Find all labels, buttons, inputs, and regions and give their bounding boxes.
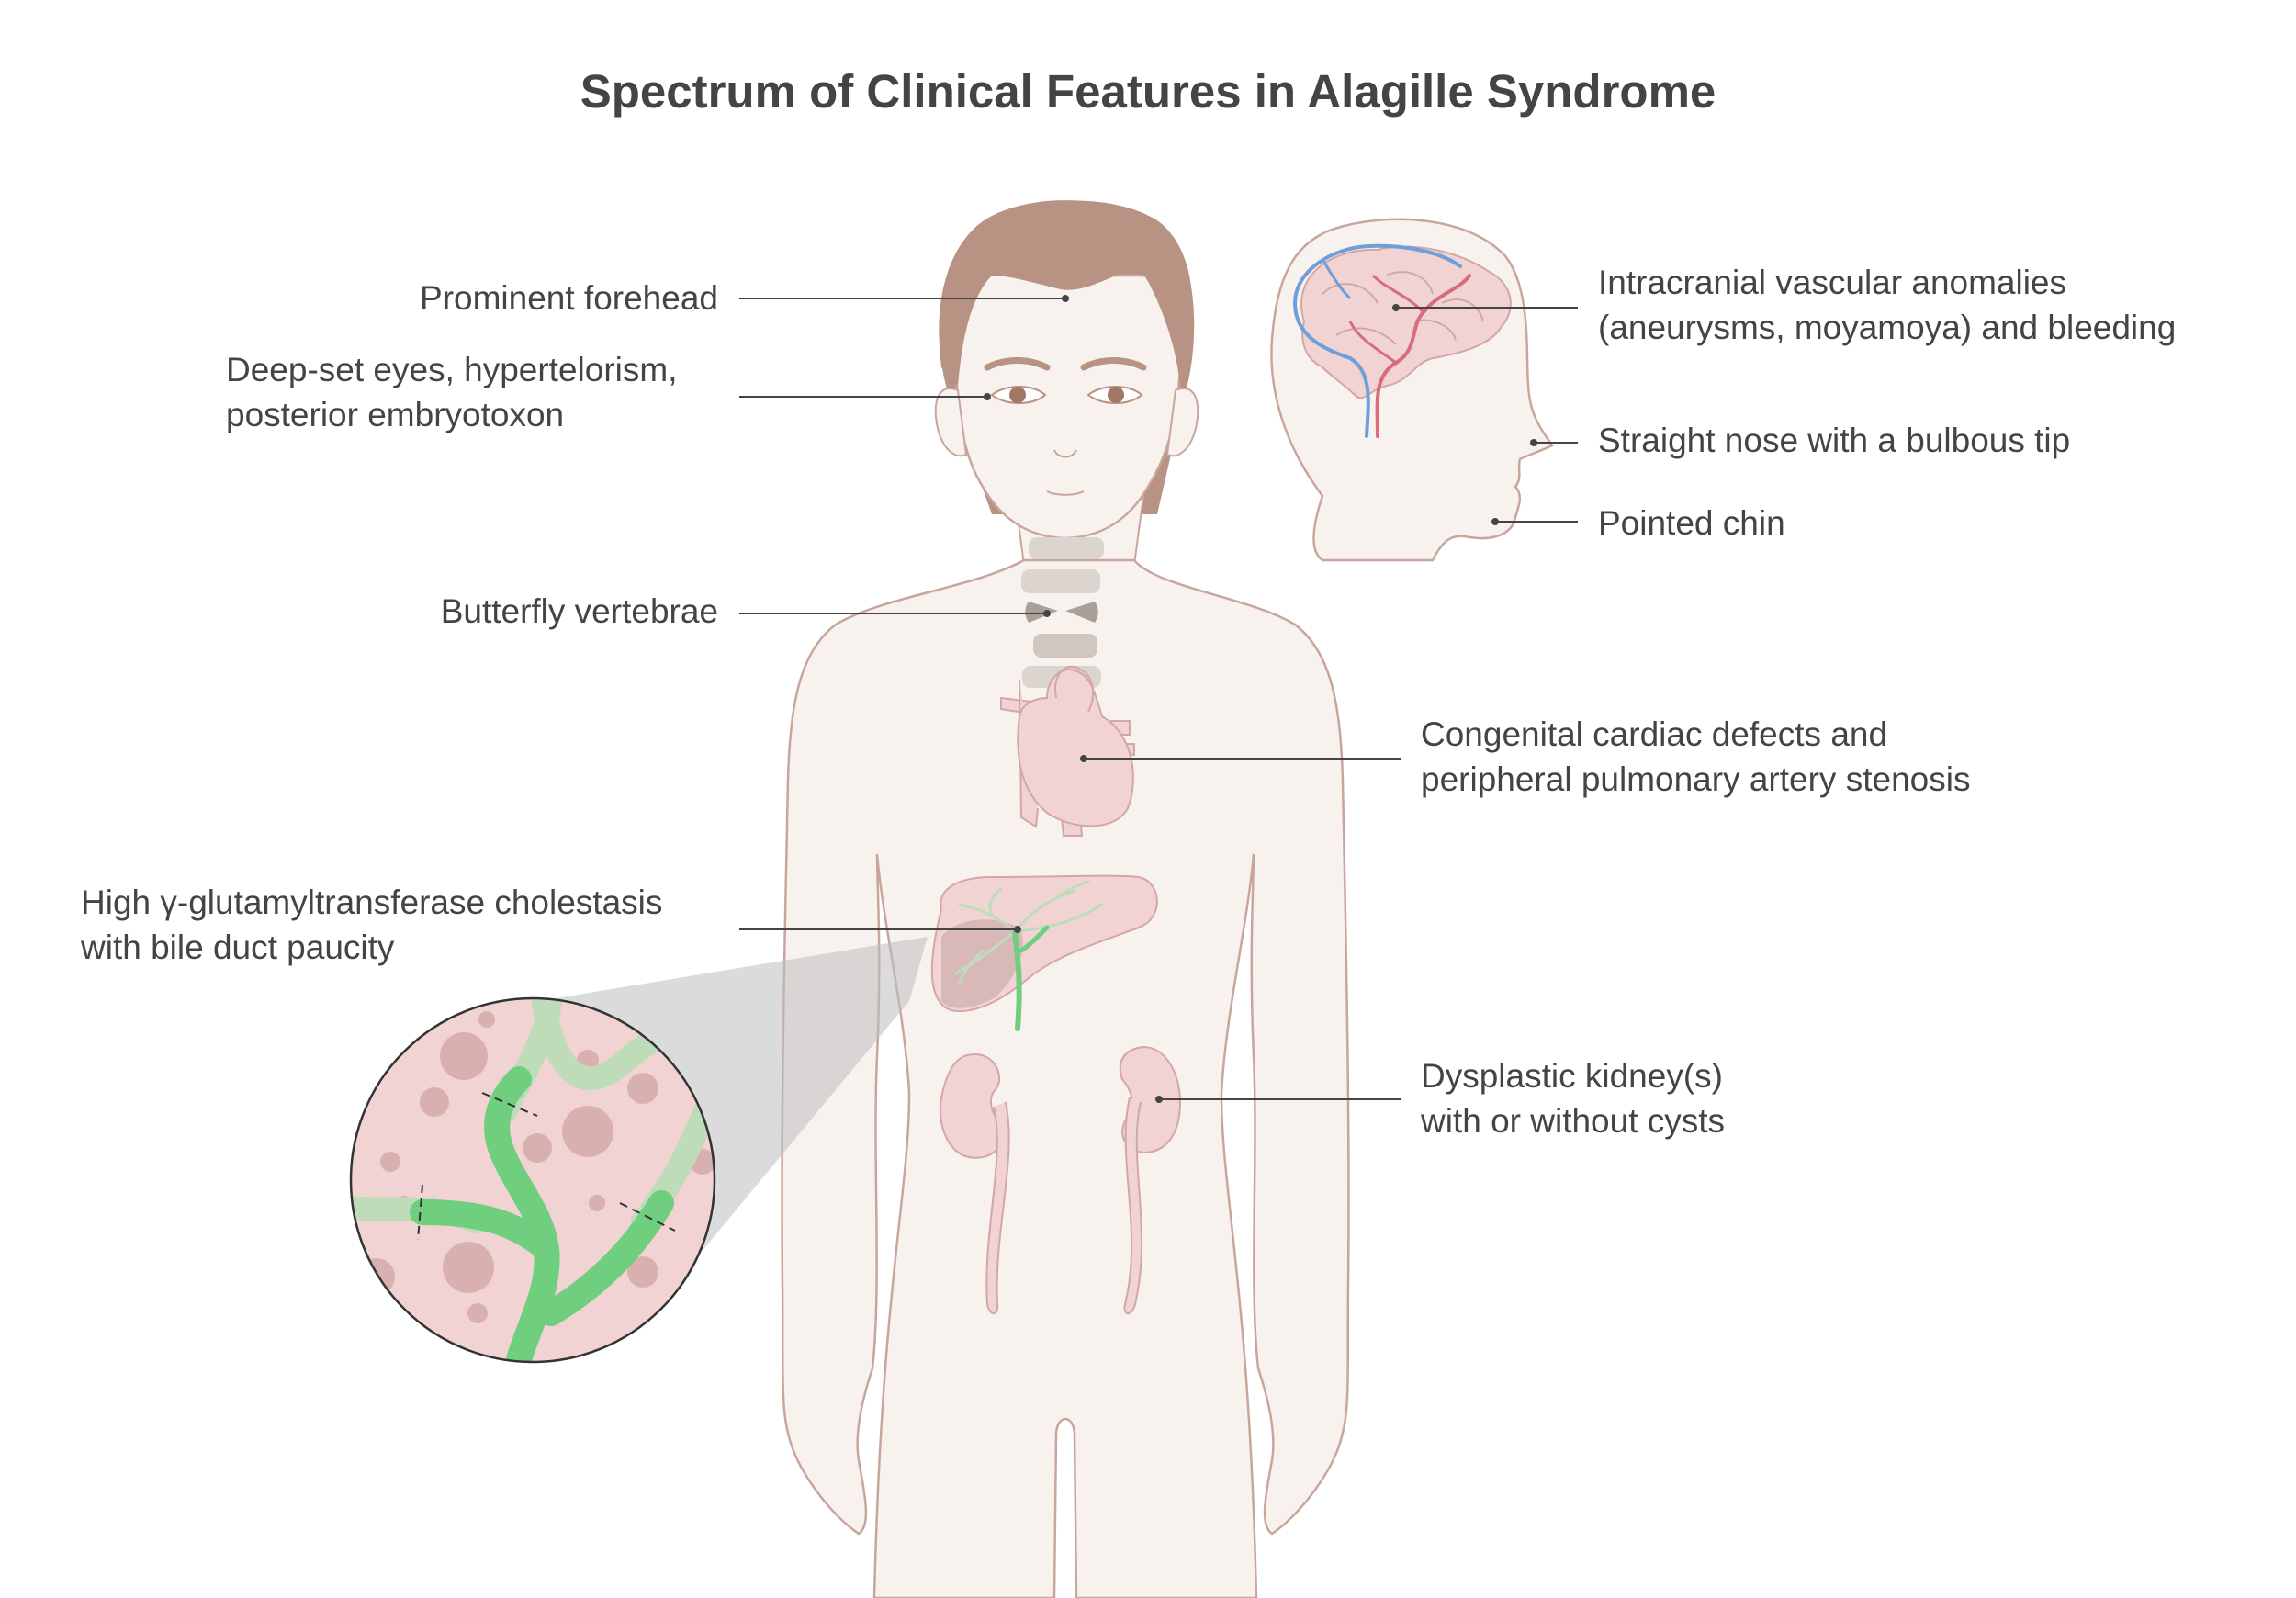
label-vertebrae: Butterfly vertebrae [440, 592, 718, 630]
artery [1375, 274, 1471, 438]
brain-icon [1292, 243, 1512, 438]
human-body [781, 200, 1350, 1598]
left-eye [990, 386, 1047, 404]
leader-lines [739, 295, 1578, 1103]
mouth [1046, 490, 1085, 496]
label-liver: High γ-glutamyltransferase cholestasis w… [81, 883, 663, 966]
kidney-icon [939, 1045, 1182, 1315]
vein [1292, 243, 1462, 438]
torso [781, 558, 1350, 1598]
label-heart: Congenital cardiac defects and periphera… [1421, 715, 1971, 798]
left-eyebrow [984, 357, 1051, 371]
left-ear [934, 388, 968, 457]
label-kidney: Dysplastic kidney(s) with or without cys… [1421, 1057, 1726, 1140]
label-chin: Pointed chin [1598, 504, 1785, 542]
liver-icon [930, 874, 1158, 1031]
diagram-title: Spectrum of Clinical Features in Alagill… [580, 65, 1716, 118]
label-nose: Straight nose with a bulbous tip [1598, 422, 2071, 459]
side-head-profile [1270, 218, 1554, 562]
butterfly-vertebra [1025, 602, 1098, 623]
nose [1053, 449, 1077, 458]
vertebra-icon [1021, 537, 1104, 688]
label-forehead: Prominent forehead [420, 279, 718, 317]
label-brain: Intracranial vascular anomalies (aneurys… [1598, 264, 2177, 346]
common-bile-duct [1012, 929, 1022, 1031]
right-ear [1165, 388, 1199, 457]
right-eyebrow [1080, 357, 1147, 371]
right-eye [1086, 386, 1143, 404]
label-eyes: Deep-set eyes, hypertelorism, posterior … [226, 351, 678, 433]
hair-top [940, 200, 1193, 386]
heart-icon [1000, 666, 1135, 837]
